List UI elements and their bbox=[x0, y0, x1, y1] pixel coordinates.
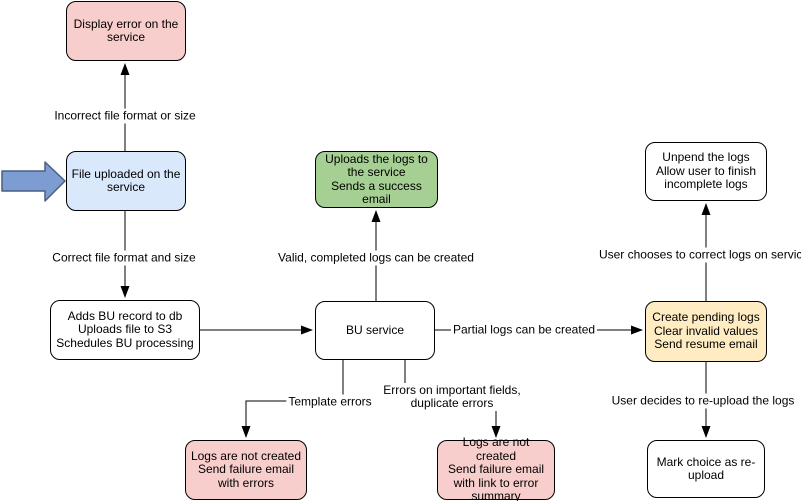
edge-label-incorrect-file: Incorrect file format or size bbox=[52, 108, 198, 124]
node-create-pending[interactable]: Create pending logs Clear invalid values… bbox=[645, 301, 767, 362]
edge-label-valid-logs: Valid, completed logs can be created bbox=[276, 250, 476, 266]
node-adds-bu-record[interactable]: Adds BU record to db Uploads file to S3 … bbox=[50, 300, 200, 360]
edge-label-partial-logs: Partial logs can be created bbox=[450, 322, 598, 338]
edge-label-correct-file: Correct file format and size bbox=[50, 250, 198, 266]
node-display-error[interactable]: Display error on the service bbox=[66, 1, 186, 61]
node-unpend-logs[interactable]: Unpend the logs Allow user to finish inc… bbox=[645, 142, 767, 201]
edge-label-field-errors: Errors on important fields, duplicate er… bbox=[381, 383, 523, 411]
edge-label-user-decides: User decides to re-upload the logs bbox=[609, 393, 797, 409]
node-logs-not-created-summary[interactable]: Logs are not created Send failure email … bbox=[437, 436, 555, 501]
node-logs-not-created-errors[interactable]: Logs are not created Send failure email … bbox=[185, 440, 307, 500]
edge-label-template-errors: Template errors bbox=[286, 394, 374, 410]
edge-label-user-chooses: User chooses to correct logs on service bbox=[596, 247, 801, 263]
node-mark-choice[interactable]: Mark choice as re- upload bbox=[647, 440, 765, 498]
node-uploads-logs[interactable]: Uploads the logs to the service Sends a … bbox=[315, 151, 438, 208]
node-bu-service[interactable]: BU service bbox=[315, 301, 435, 360]
node-file-uploaded[interactable]: File uploaded on the service bbox=[66, 151, 186, 211]
entry-arrow-icon bbox=[1, 161, 66, 202]
